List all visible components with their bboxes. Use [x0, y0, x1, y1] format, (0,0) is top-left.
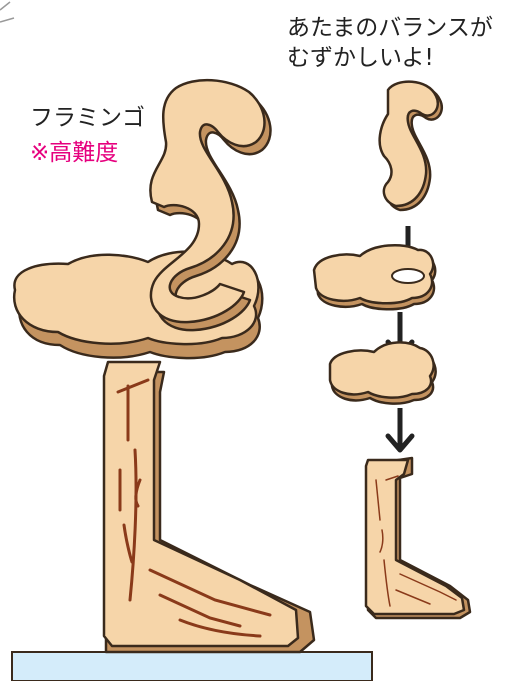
assembled-flamingo	[12, 78, 316, 654]
step-leg-stand-piece	[364, 456, 472, 620]
assembly-note-line-1: あたまのバランスが	[287, 15, 493, 41]
sparkle-icon	[0, 1, 15, 23]
product-name: フラミンゴ	[30, 105, 145, 131]
arrow-down-icon	[385, 408, 415, 453]
assembly-note-line-2: むずかしいよ!	[287, 45, 434, 71]
difficulty-label: ※高難度	[30, 140, 119, 166]
step-tail-piece	[328, 341, 437, 405]
step-head-piece	[378, 80, 443, 212]
step-body-piece	[312, 244, 437, 311]
floor-base	[11, 651, 373, 681]
